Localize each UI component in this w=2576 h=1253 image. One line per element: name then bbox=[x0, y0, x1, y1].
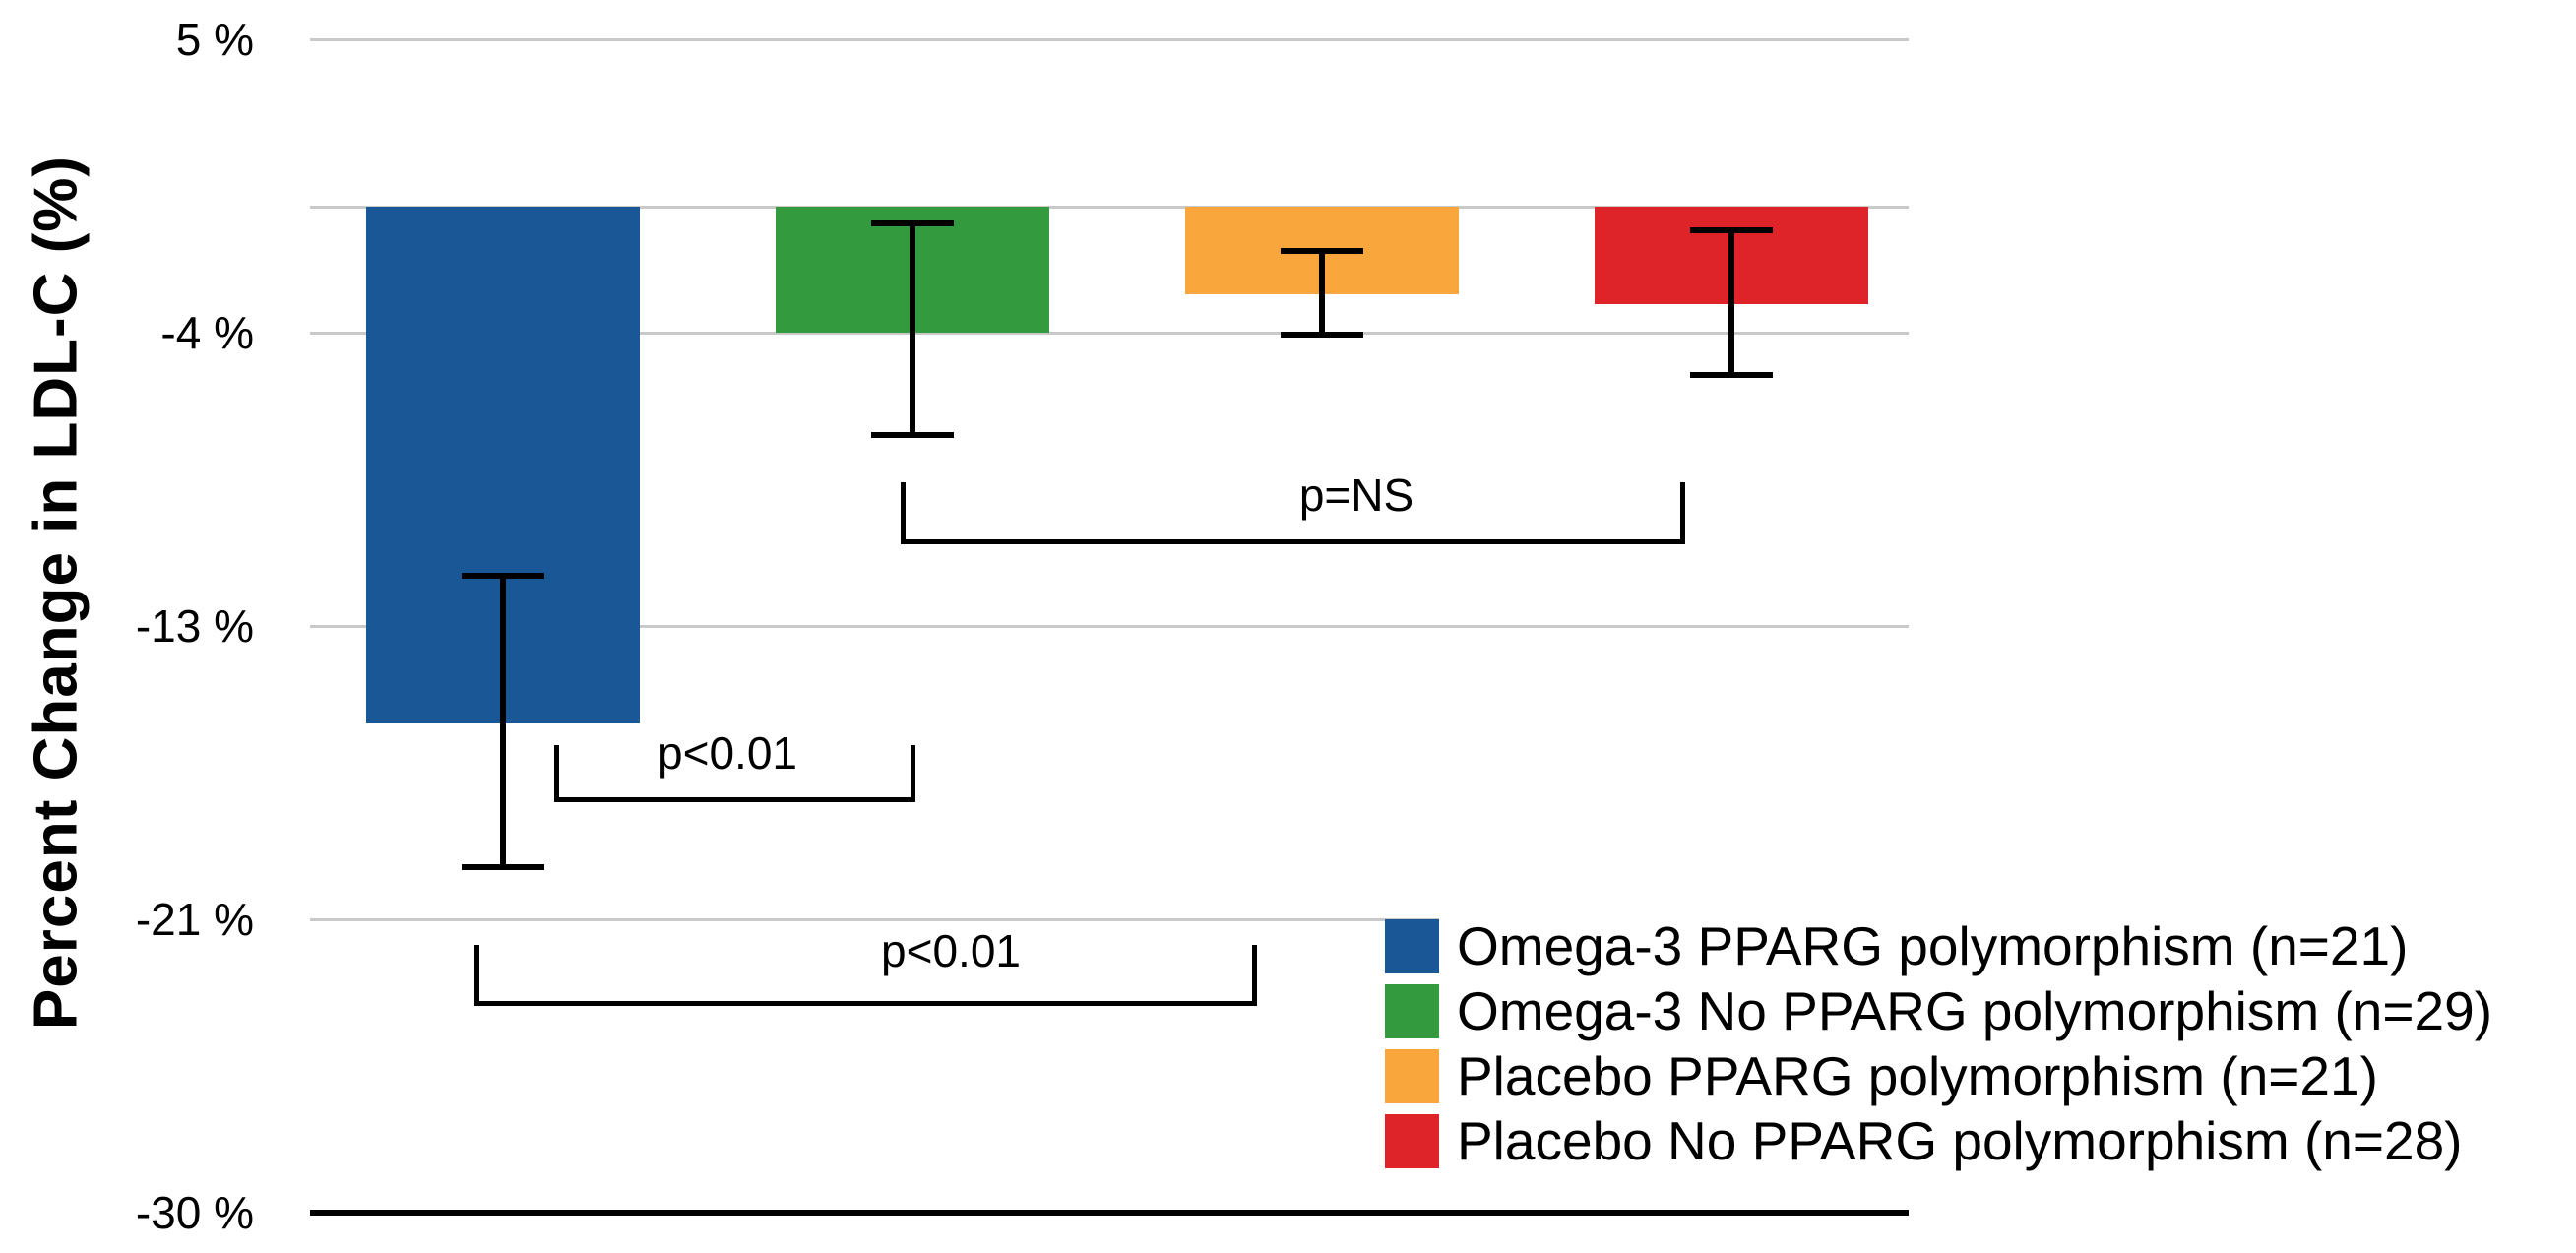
x-axis-line bbox=[310, 1210, 1909, 1216]
significance-bracket-p-0-01-0 bbox=[554, 745, 915, 802]
error-bar-placebo-no-pparg-polymorphism-n-28 bbox=[1728, 230, 1734, 375]
error-bar-cap-top bbox=[871, 220, 954, 227]
error-bar-omega-3-no-pparg-polymorphism-n-29 bbox=[910, 223, 915, 435]
y-tick-label: 5 % bbox=[175, 14, 254, 65]
error-bar-cap-top bbox=[1281, 247, 1363, 254]
significance-bracket-p-0-01-1 bbox=[474, 945, 1257, 1006]
y-tick-label: -30 % bbox=[135, 1187, 254, 1238]
legend-item-omega-3-pparg-polymorphism-n-21: Omega-3 PPARG polymorphism (n=21) bbox=[1385, 915, 2409, 976]
error-bar-cap-top bbox=[462, 572, 544, 579]
legend-item-omega-3-no-pparg-polymorphism-n-29: Omega-3 No PPARG polymorphism (n=29) bbox=[1385, 980, 2493, 1041]
legend-label: Omega-3 No PPARG polymorphism (n=29) bbox=[1439, 980, 2493, 1041]
significance-bracket-p-ns-2 bbox=[901, 482, 1685, 544]
gridline-4 bbox=[310, 331, 1909, 335]
legend-item-placebo-no-pparg-polymorphism-n-28: Placebo No PPARG polymorphism (n=28) bbox=[1385, 1110, 2463, 1171]
legend-label: Omega-3 PPARG polymorphism (n=21) bbox=[1439, 915, 2409, 976]
legend-swatch bbox=[1385, 1113, 1439, 1168]
legend-swatch bbox=[1385, 1048, 1439, 1103]
legend-item-placebo-pparg-polymorphism-n-21: Placebo PPARG polymorphism (n=21) bbox=[1385, 1045, 2378, 1106]
p-value-label: p<0.01 bbox=[658, 727, 797, 779]
error-bar-cap-bottom bbox=[462, 864, 544, 871]
legend-label: Placebo No PPARG polymorphism (n=28) bbox=[1439, 1110, 2463, 1171]
y-tick-label: -13 % bbox=[135, 600, 254, 652]
legend-swatch bbox=[1385, 918, 1439, 973]
error-bar-cap-bottom bbox=[1281, 331, 1363, 338]
error-bar-placebo-pparg-polymorphism-n-21 bbox=[1319, 250, 1325, 335]
p-value-label: p=NS bbox=[1298, 470, 1414, 521]
error-bar-cap-bottom bbox=[1690, 371, 1773, 378]
gridline-21 bbox=[310, 917, 1909, 921]
p-value-label: p<0.01 bbox=[881, 925, 1021, 976]
error-bar-cap-top bbox=[1690, 227, 1773, 234]
y-tick-label: -4 % bbox=[160, 307, 254, 358]
gridline-13 bbox=[310, 624, 1909, 628]
y-tick-label: -21 % bbox=[135, 894, 254, 945]
legend-swatch bbox=[1385, 983, 1439, 1038]
zero-baseline bbox=[310, 205, 1909, 209]
gridline-5 bbox=[310, 37, 1909, 41]
legend-label: Placebo PPARG polymorphism (n=21) bbox=[1439, 1045, 2378, 1106]
error-bar-omega-3-pparg-polymorphism-n-21 bbox=[500, 575, 506, 868]
error-bar-cap-bottom bbox=[871, 431, 954, 438]
